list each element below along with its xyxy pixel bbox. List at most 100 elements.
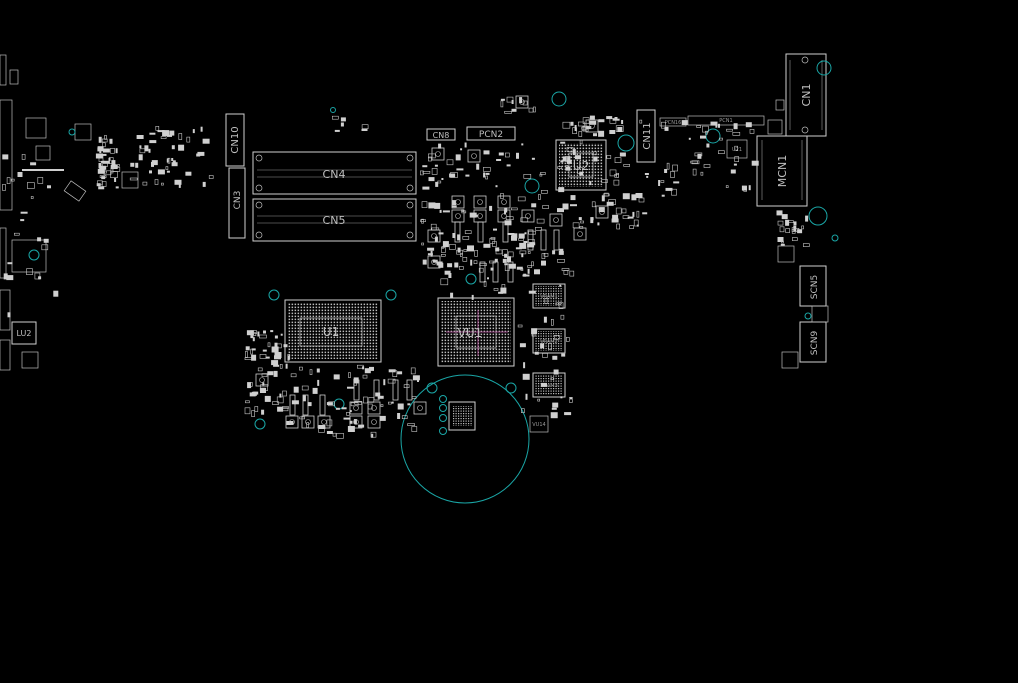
smd-component	[464, 142, 467, 148]
smd-component	[102, 162, 108, 167]
smd-component	[743, 186, 748, 192]
vu1-gpu-chip[interactable]: VU1	[437, 297, 515, 367]
u2-bga-chip[interactable]: U2	[555, 139, 607, 191]
inductor	[255, 373, 269, 387]
smd-component	[172, 160, 176, 164]
smd-component	[458, 266, 464, 270]
cn1-connector[interactable]: CN1	[785, 53, 827, 137]
smd-component	[151, 161, 154, 167]
smd-component	[521, 143, 524, 146]
smd-component	[162, 130, 170, 137]
smd-component	[661, 194, 665, 197]
smd-component	[639, 119, 643, 124]
smd-component	[411, 426, 418, 432]
smd-component	[434, 202, 441, 209]
smd-component	[690, 160, 699, 164]
smd-component	[510, 207, 518, 211]
vram3-label: VRAM3	[540, 383, 558, 389]
smd-component	[543, 253, 549, 257]
smd-component	[543, 316, 547, 323]
inductor-core	[371, 405, 377, 411]
smd-component	[434, 164, 438, 167]
smd-component	[516, 266, 523, 270]
lu2-chip[interactable]: LU2	[11, 321, 37, 345]
smd-component	[341, 407, 347, 410]
smd-component	[522, 100, 528, 106]
smd-component	[407, 423, 415, 426]
cn8-connector[interactable]: CN8	[426, 128, 456, 141]
smd-component	[733, 163, 737, 166]
smd-component	[7, 262, 13, 265]
smd-component	[420, 170, 424, 176]
smd-component	[265, 356, 270, 359]
cn5-label: CN5	[323, 214, 346, 227]
smd-component	[696, 125, 702, 128]
smd-component	[98, 186, 105, 190]
smd-component	[801, 225, 804, 230]
smd-component	[797, 229, 803, 234]
smd-component	[527, 265, 533, 268]
cn5-dimm-slot[interactable]: CN5	[252, 198, 417, 242]
smd-component	[347, 386, 354, 389]
vu14-small-part[interactable]: VU14	[529, 415, 549, 433]
smd-component	[37, 177, 44, 184]
smd-component	[558, 250, 564, 255]
smd-component	[528, 290, 536, 294]
smd-component	[609, 169, 617, 177]
vram1-chip[interactable]: VRAM1	[532, 283, 566, 309]
pcn1-connector[interactable]: PCN1	[687, 115, 765, 126]
smd-component	[149, 132, 156, 135]
cn4-dimm-slot[interactable]: CN4	[252, 151, 417, 195]
smd-component	[664, 169, 668, 173]
smd-component	[577, 121, 585, 127]
vram3-chip[interactable]: VRAM3	[532, 372, 566, 398]
smd-component	[388, 369, 396, 373]
smd-component	[196, 153, 201, 157]
smd-component	[632, 211, 635, 217]
smd-component	[252, 337, 255, 342]
smd-component	[115, 164, 120, 167]
smd-component	[781, 214, 788, 220]
smd-component	[397, 403, 404, 410]
smd-component	[254, 406, 259, 412]
pcn2-connector[interactable]: PCN2	[466, 126, 516, 141]
vu1-label: VU1	[458, 326, 483, 340]
smd-component	[544, 298, 549, 304]
inductor-core	[417, 405, 423, 411]
smd-component	[449, 244, 456, 250]
inductor-core	[589, 123, 595, 129]
vram1-label: VRAM1	[540, 294, 558, 300]
smd-component	[518, 233, 525, 239]
smd-component	[593, 156, 598, 162]
smd-component	[457, 234, 461, 241]
smd-component	[570, 397, 572, 400]
resistor-column	[507, 261, 514, 283]
smd-component	[26, 182, 35, 189]
smd-component	[673, 181, 680, 184]
smd-component	[326, 419, 333, 427]
u1-cpu-chip[interactable]: U1	[284, 299, 382, 363]
smd-component	[548, 343, 552, 350]
smd-component	[597, 222, 600, 226]
smd-component	[636, 210, 640, 218]
smd-component	[6, 177, 11, 184]
resistor-column	[406, 379, 413, 401]
inductor-core	[501, 213, 507, 219]
smd-component	[346, 411, 350, 416]
cn3-connector[interactable]: CN3	[228, 167, 246, 239]
smd-component	[335, 407, 340, 410]
mcn1-connector[interactable]: MCN1	[756, 135, 808, 207]
smd-component	[487, 277, 489, 280]
smd-component	[538, 194, 541, 200]
vu14-chip[interactable]	[448, 401, 476, 431]
smd-component	[148, 148, 151, 153]
smd-component	[439, 209, 442, 213]
cn10-connector[interactable]: CN10	[225, 113, 245, 167]
cn11-connector[interactable]: CN11	[636, 109, 656, 163]
smd-component	[397, 413, 401, 419]
smd-component	[441, 247, 446, 253]
smd-component	[102, 142, 106, 148]
smd-component	[101, 181, 107, 187]
smd-component	[249, 392, 256, 397]
